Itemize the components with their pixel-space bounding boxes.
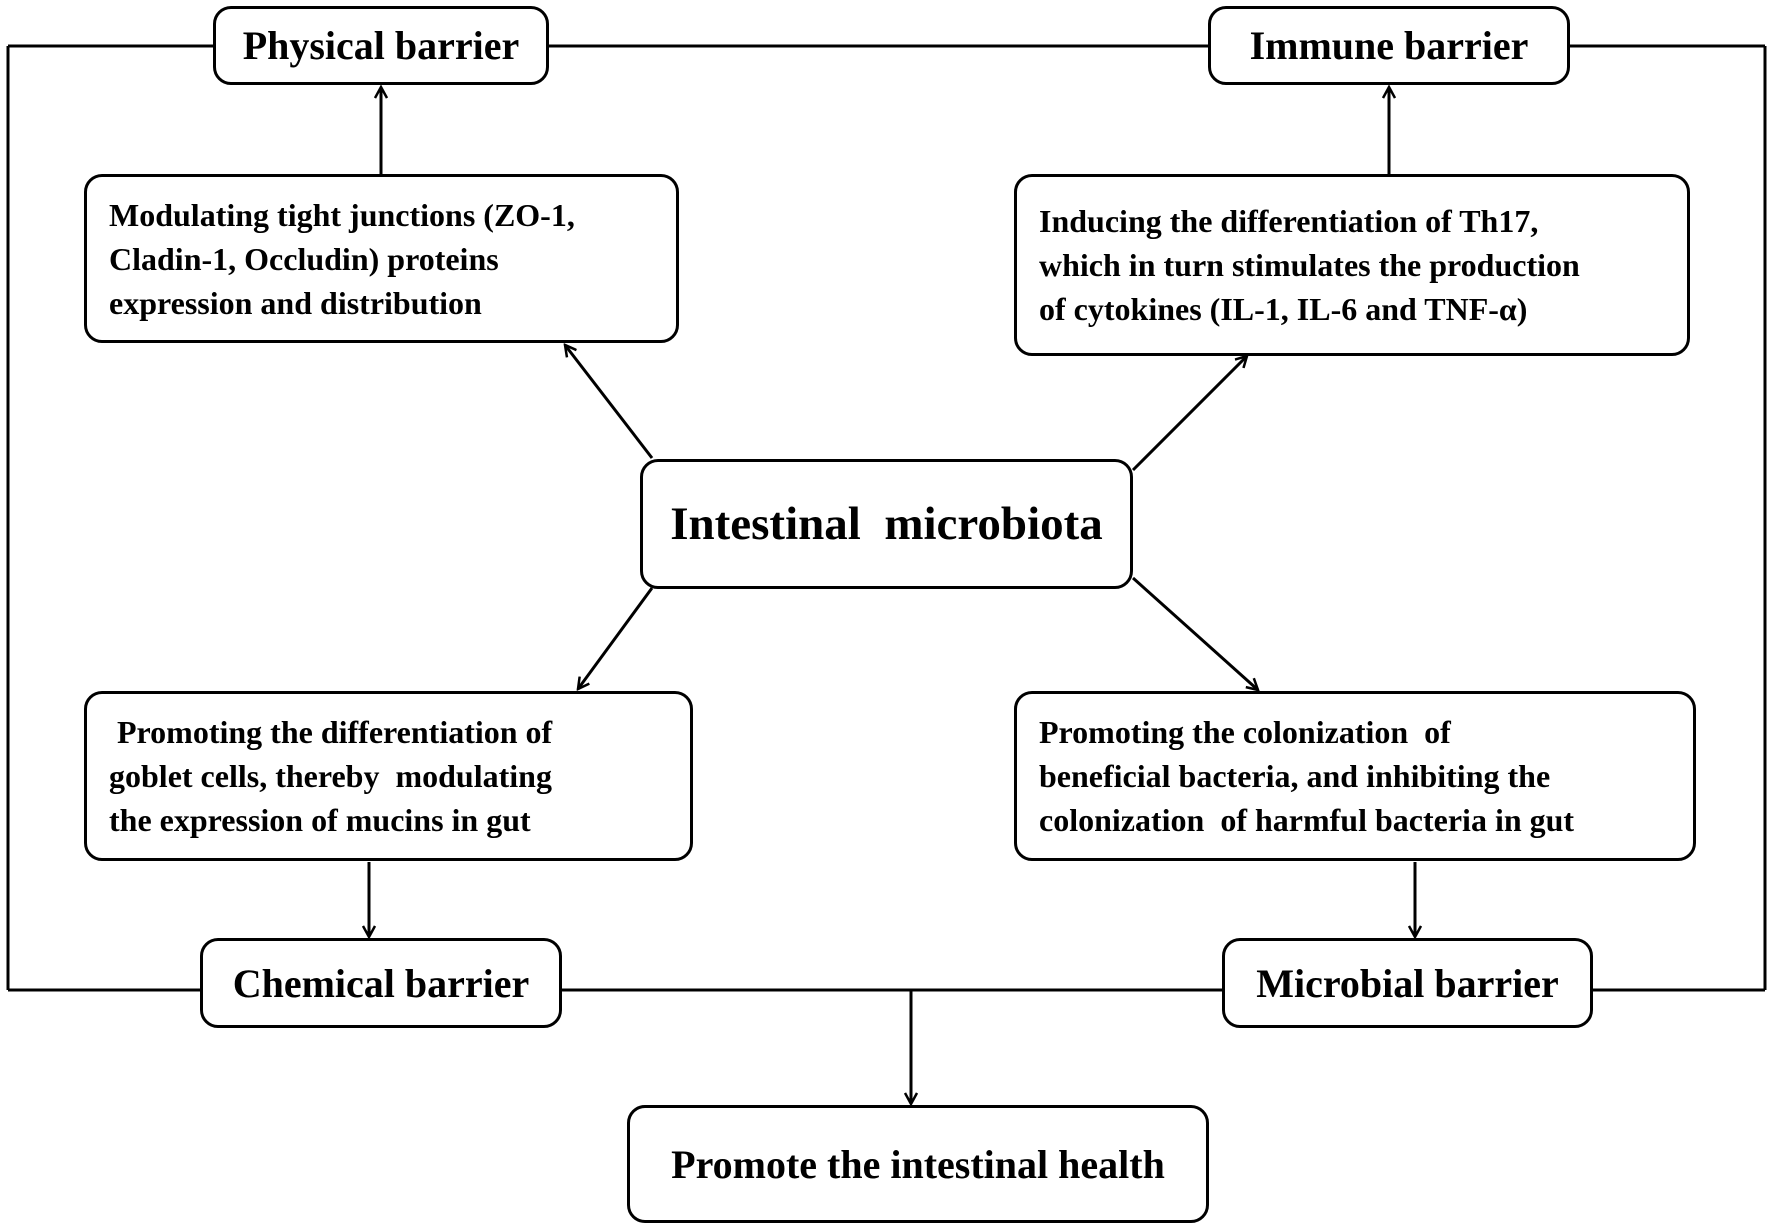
microbial-mechanism-line: Promoting the colonization of [1039, 714, 1451, 750]
arrow-center-to-microbial-mechanism [1131, 576, 1258, 690]
physical-mechanism-box: Modulating tight junctions (ZO-1, Cladin… [84, 174, 679, 343]
immune-mechanism-line: of cytokines (IL-1, IL-6 and TNF-α) [1039, 291, 1528, 327]
physical-barrier-box: Physical barrier [213, 6, 549, 85]
arrow-center-to-physical-mechanism [565, 345, 654, 459]
physical-mechanism-line: Modulating tight junctions (ZO-1, [109, 196, 575, 233]
physical-mechanism-line: expression and distribution [109, 284, 482, 321]
outcome-label: Promote the intestinal health [671, 1141, 1165, 1187]
chemical-mechanism-line: the expression of mucins in gut [109, 802, 531, 838]
arrow-center-to-chemical-mechanism [578, 587, 654, 689]
chemical-barrier-box: Chemical barrier [200, 938, 562, 1028]
microbial-mechanism-line: colonization of harmful bacteria in gut [1039, 802, 1575, 838]
immune-barrier-label: Immune barrier [1249, 23, 1529, 68]
microbial-mechanism-box: Promoting the colonization of beneficial… [1014, 691, 1696, 861]
chemical-barrier-label: Chemical barrier [232, 960, 530, 1006]
chemical-mechanism-line: goblet cells, thereby modulating [109, 758, 552, 794]
immune-barrier-box: Immune barrier [1208, 6, 1570, 85]
intestinal-microbiota-box: Intestinal microbiota [640, 459, 1133, 589]
immune-mechanism-line: which in turn stimulates the production [1039, 247, 1580, 283]
immune-mechanism-box: Inducing the differentiation of Th17, wh… [1014, 174, 1690, 356]
arrow-center-to-immune-mechanism [1131, 356, 1247, 472]
microbial-barrier-label: Microbial barrier [1256, 960, 1559, 1006]
microbial-barrier-box: Microbial barrier [1222, 938, 1593, 1028]
outcome-box: Promote the intestinal health [627, 1105, 1209, 1223]
physical-barrier-label: Physical barrier [242, 23, 520, 68]
intestinal-microbiota-label: Intestinal microbiota [670, 498, 1103, 550]
chemical-mechanism-box: Promoting the differentiation of goblet … [84, 691, 693, 861]
immune-mechanism-line: Inducing the differentiation of Th17, [1039, 203, 1539, 239]
physical-mechanism-line: Cladin-1, Occludin) proteins [109, 240, 499, 277]
chemical-mechanism-line: Promoting the differentiation of [109, 714, 553, 750]
microbial-mechanism-line: beneficial bacteria, and inhibiting the [1039, 758, 1551, 794]
